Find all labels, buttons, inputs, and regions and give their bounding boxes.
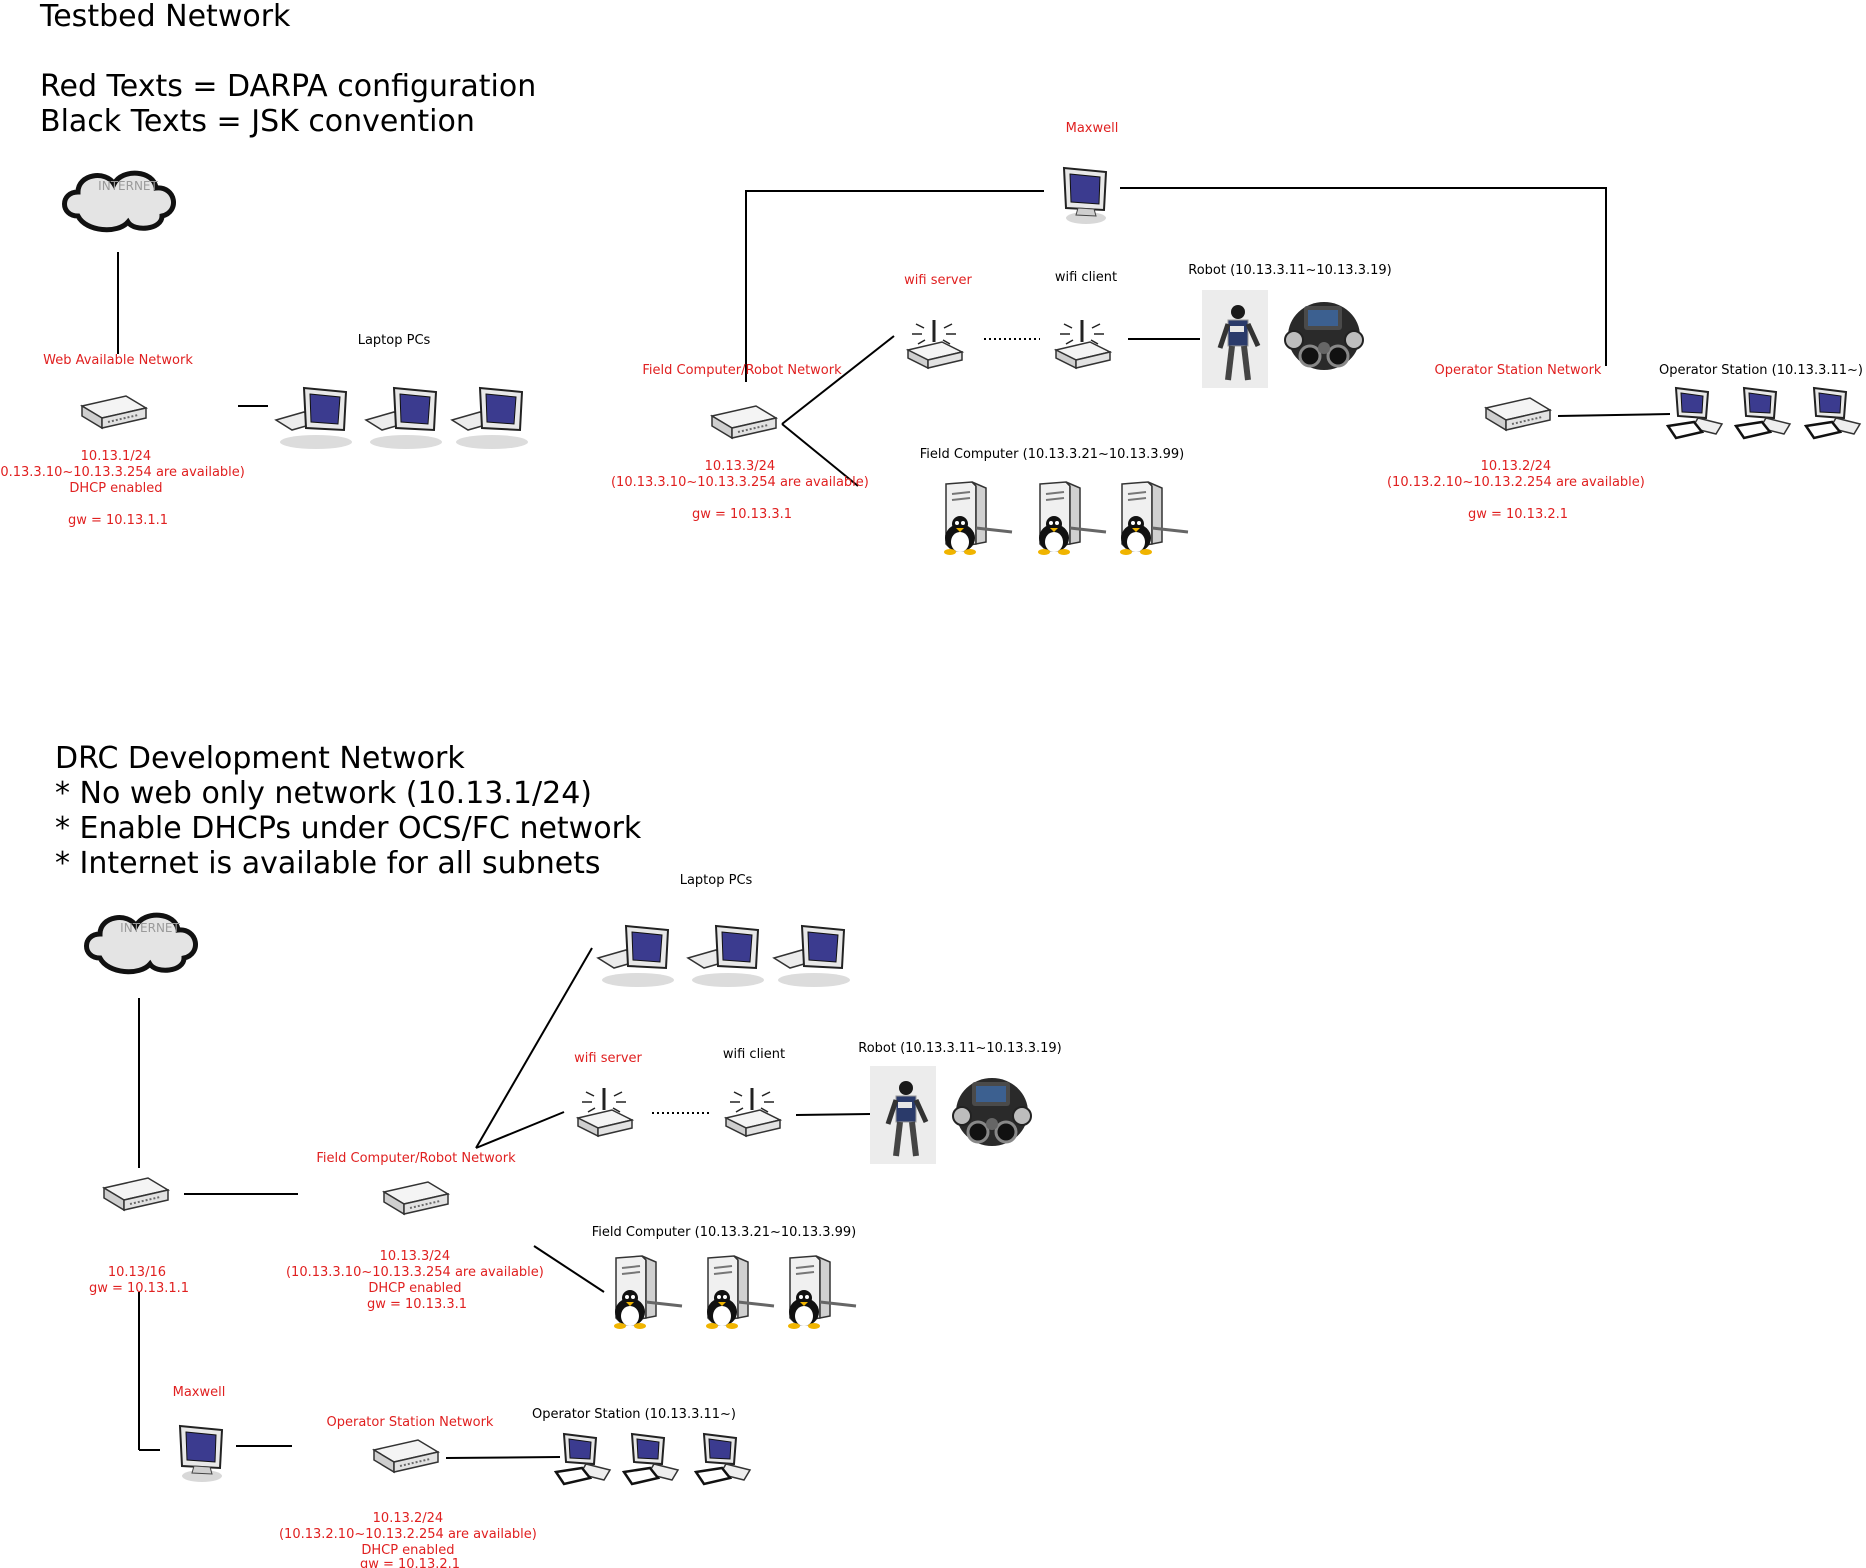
drc-links (138, 947, 871, 1459)
drc-main-switch-icon (103, 1177, 169, 1211)
drc-bullet: * No web only network (10.13.1/24) (55, 776, 592, 811)
testbed-ocs-info-line: (10.13.2.10~10.13.2.254 are available) (1387, 475, 1645, 490)
testbed-links (117, 187, 1671, 487)
testbed-fc-info-line: (10.13.3.10~10.13.3.254 are available) (611, 475, 869, 490)
testbed-web-info: 10.13.1/24 (10.13.3.10~10.13.3.254 are a… (0, 449, 249, 528)
testbed-fc-switch-icon (711, 405, 777, 439)
testbed-robot-head-icon (1283, 300, 1365, 372)
testbed-fc-network-label: Field Computer/Robot Network (642, 363, 842, 378)
testbed-robot-photo-icon (1202, 290, 1268, 388)
drc-main-info-line: 10.13/16 (108, 1265, 166, 1280)
drc-robot-head-icon (951, 1076, 1033, 1148)
drc-linux-server-icon (612, 1254, 684, 1331)
drc-robot-photo-icon (870, 1066, 936, 1164)
testbed-web-info-line: DHCP enabled (69, 481, 162, 496)
drc-title: DRC Development Network (55, 741, 465, 776)
testbed-fc-info: 10.13.3/24 (10.13.3.10~10.13.3.254 are a… (611, 459, 873, 522)
testbed-linux-server-icon (1118, 480, 1190, 557)
drc-ocs-info-line: 10.13.2/24 (373, 1511, 444, 1526)
drc-main-info: 10.13/16 gw = 10.13.1.1 (89, 1265, 189, 1296)
drc-operator-station-label: Operator Station (10.13.3.11~) (532, 1407, 736, 1422)
drc-fc-switch-icon (383, 1181, 449, 1215)
drc-ocs-info: 10.13.2/24 (10.13.2.10~10.13.2.254 are a… (279, 1511, 541, 1568)
testbed-web-switch-icon (81, 395, 147, 429)
drc-workstation-icon (622, 1432, 680, 1486)
drc-bullet: * Enable DHCPs under OCS/FC network (55, 811, 642, 846)
testbed-linux-server-icon (942, 480, 1014, 557)
testbed-laptops-label: Laptop PCs (358, 333, 431, 348)
testbed-wifi-client-icon (1054, 318, 1112, 370)
testbed-ocs-info-line: 10.13.2/24 (1481, 459, 1552, 474)
drc-fc-network-label: Field Computer/Robot Network (316, 1151, 516, 1166)
legend-black-meaning: Black Texts = JSK convention (40, 104, 475, 139)
testbed-workstation-icon (1666, 386, 1724, 440)
drc-wifi-client-icon (724, 1086, 782, 1138)
testbed-linux-server-icon (1036, 480, 1108, 557)
testbed-field-computer-label: Field Computer (10.13.3.21~10.13.3.99) (920, 447, 1185, 462)
testbed-web-info-line: 10.13.1/24 (81, 449, 152, 464)
testbed-ocs-network-label: Operator Station Network (1435, 363, 1602, 378)
drc-bullet: * Internet is available for all subnets (55, 846, 601, 881)
testbed-wifi-server-icon (906, 318, 964, 370)
drc-fc-info-line: 10.13.3/24 (380, 1249, 451, 1264)
testbed-laptop-icon (365, 387, 443, 450)
testbed-ocs-info-line: gw = 10.13.2.1 (1468, 507, 1568, 522)
drc-ocs-info-line: (10.13.2.10~10.13.2.254 are available) (279, 1527, 537, 1542)
drc-ocs-network-label: Operator Station Network (327, 1415, 494, 1430)
testbed-internet-label: INTERNET (98, 179, 158, 193)
testbed-maxwell-label: Maxwell (1066, 121, 1119, 136)
legend-red-meaning: Red Texts = DARPA configuration (40, 69, 536, 104)
testbed-wifi-server-label: wifi server (904, 273, 972, 288)
drc-linux-server-icon (704, 1254, 776, 1331)
drc-wifi-server-label: wifi server (574, 1051, 642, 1066)
drc-wifi-server-icon (576, 1086, 634, 1138)
testbed-workstation-icon (1734, 386, 1792, 440)
testbed-web-network-label: Web Available Network (43, 353, 193, 368)
drc-ocs-info-line: gw = 10.13.2.1 (360, 1557, 460, 1568)
drc-linux-server-icon (786, 1254, 858, 1331)
testbed-fc-info-line: 10.13.3/24 (705, 459, 776, 474)
drc-fc-info: 10.13.3/24 (10.13.3.10~10.13.3.254 are a… (286, 1249, 548, 1312)
drc-main-info-line: gw = 10.13.1.1 (89, 1281, 189, 1296)
drc-internet-label: INTERNET (120, 921, 180, 935)
drc-wifi-client-label: wifi client (723, 1047, 785, 1062)
testbed-operator-station-label: Operator Station (10.13.3.11~) (1659, 363, 1863, 378)
testbed-wifi-client-label: wifi client (1055, 270, 1117, 285)
testbed-laptop-icon (451, 387, 529, 450)
drc-maxwell-monitor-icon (179, 1425, 223, 1483)
testbed-laptop-icon (275, 387, 353, 450)
drc-ocs-switch-icon (373, 1439, 439, 1473)
testbed-robot-label: Robot (10.13.3.11~10.13.3.19) (1188, 263, 1391, 278)
testbed-ocs-info: 10.13.2/24 (10.13.2.10~10.13.2.254 are a… (1387, 459, 1649, 522)
drc-field-computer-label: Field Computer (10.13.3.21~10.13.3.99) (592, 1225, 857, 1240)
testbed-web-info-line: gw = 10.13.1.1 (68, 513, 168, 528)
drc-laptops-label: Laptop PCs (680, 873, 753, 888)
drc-ocs-info-line: DHCP enabled (361, 1543, 454, 1558)
drc-fc-info-line: (10.13.3.10~10.13.3.254 are available) (286, 1265, 544, 1280)
drc-laptop-icon (773, 925, 851, 988)
drc-laptop-icon (597, 925, 675, 988)
legend-title: Testbed Network (39, 0, 291, 34)
drc-laptop-icon (687, 925, 765, 988)
drc-robot-label: Robot (10.13.3.11~10.13.3.19) (858, 1041, 1061, 1056)
drc-fc-info-line: DHCP enabled (368, 1281, 461, 1296)
drc-fc-info-line: gw = 10.13.3.1 (367, 1297, 467, 1312)
testbed-fc-info-line: gw = 10.13.3.1 (692, 507, 792, 522)
drc-workstation-icon (694, 1432, 752, 1486)
testbed-ocs-switch-icon (1485, 397, 1551, 431)
testbed-workstation-icon (1804, 386, 1862, 440)
testbed-maxwell-monitor-icon (1063, 167, 1107, 225)
testbed-web-info-line: (10.13.3.10~10.13.3.254 are available) (0, 465, 245, 480)
drc-workstation-icon (554, 1432, 612, 1486)
drc-maxwell-label: Maxwell (173, 1385, 226, 1400)
